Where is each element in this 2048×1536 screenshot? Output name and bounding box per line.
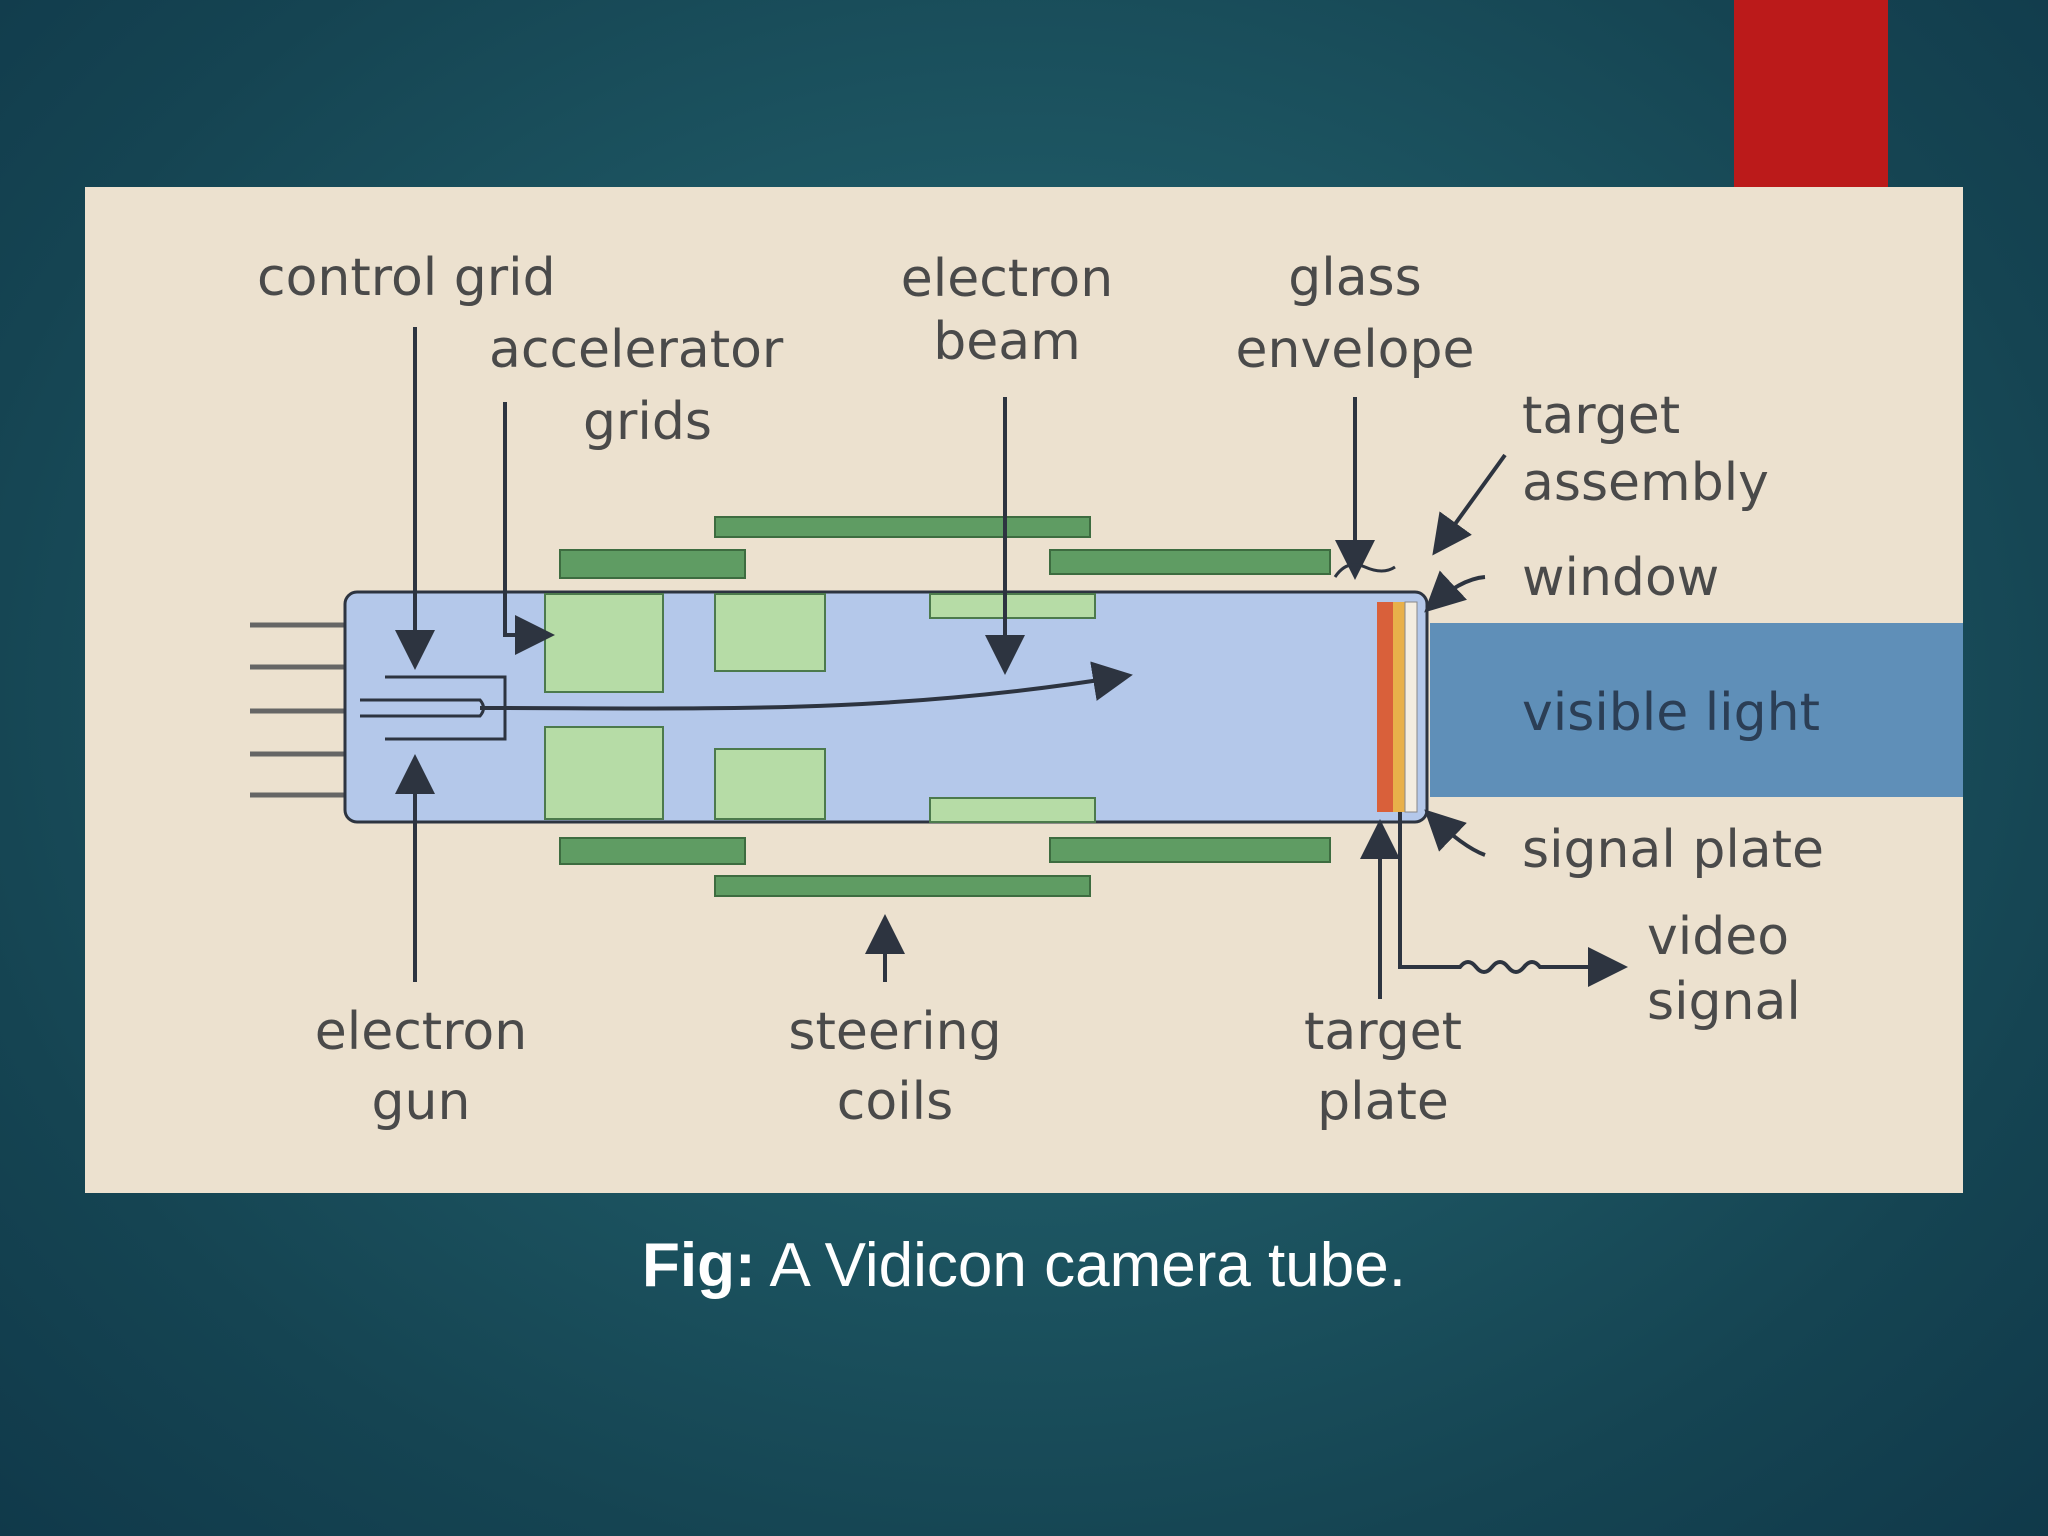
caption-text: A Vidicon camera tube.	[755, 1231, 1406, 1300]
label-steering-2: coils	[837, 1072, 953, 1132]
label-window: window	[1522, 548, 1719, 608]
label-glass: glass	[1288, 248, 1422, 308]
figure-caption: Fig: A Vidicon camera tube.	[0, 1230, 2048, 1301]
label-electron-beam-1: electron	[901, 249, 1113, 309]
target-assembly-arrow	[1432, 453, 1507, 556]
label-electron-beam-2: beam	[933, 312, 1081, 372]
vidicon-diagram: control grid accelerator grids electron …	[85, 187, 1963, 1193]
visible-light-band	[1430, 623, 1963, 797]
label-video: video	[1647, 907, 1789, 967]
window-arrow	[1424, 570, 1486, 613]
video-signal-wire	[1398, 812, 1628, 987]
target-plate	[1377, 602, 1393, 812]
accelerator-grids	[544, 593, 1096, 823]
steering-coils	[559, 516, 1331, 897]
electron-beam	[479, 661, 1133, 711]
label-envelope: envelope	[1236, 320, 1475, 380]
label-target-plate-1: target	[1304, 1002, 1462, 1062]
label-target-assembly-2: assembly	[1522, 453, 1769, 513]
signal-plate-arrow	[1424, 809, 1486, 857]
label-signal-plate: signal plate	[1522, 820, 1824, 880]
label-target-plate-2: plate	[1317, 1072, 1449, 1132]
label-electron-gun-2: gun	[372, 1072, 471, 1132]
label-accelerator: accelerator	[489, 320, 784, 380]
signal-plate	[1393, 602, 1405, 812]
label-electron-gun-1: electron	[315, 1002, 527, 1062]
label-visible-light: visible light	[1522, 683, 1820, 743]
label-accelerator-grids: grids	[583, 392, 712, 452]
label-control-grid: control grid	[257, 248, 556, 308]
label-steering-1: steering	[788, 1002, 1001, 1062]
target-assembly-brace	[1333, 563, 1396, 578]
vidicon-diagram-svg: control grid accelerator grids electron …	[250, 248, 1963, 1132]
window	[1404, 601, 1418, 813]
accelerator-arrow	[503, 402, 555, 655]
label-target-assembly-1: target	[1522, 386, 1680, 446]
caption-prefix: Fig:	[642, 1231, 756, 1300]
tube-pins	[250, 622, 345, 798]
accent-bar	[1734, 0, 1888, 188]
label-video-signal: signal	[1647, 972, 1801, 1032]
